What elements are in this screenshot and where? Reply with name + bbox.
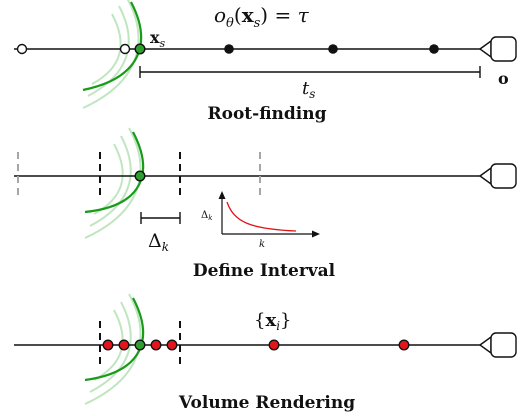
plot-x-label: k: [259, 239, 265, 250]
panel-define-interval: Δk Δk k Define Interval: [14, 127, 517, 281]
plot-y-label: Δk: [201, 210, 212, 222]
camera-origin-label: o: [498, 69, 509, 88]
panel-volume-rendering: {xi} Volume Rendering: [14, 293, 517, 413]
decay-plot: Δk k: [201, 191, 320, 250]
surface-arc-outer: [84, 293, 142, 405]
panel-root-finding: oθ(xs) = τ xs ts o Root-finding: [14, 0, 517, 124]
surface-arc-mid: [89, 301, 132, 393]
samples-label: {xi}: [254, 310, 291, 333]
decay-curve: [226, 201, 297, 232]
panel-title: Define Interval: [193, 261, 336, 281]
surface-arc-mid: [87, 5, 130, 97]
distance-bracket: [139, 66, 481, 78]
camera-icon: [478, 332, 517, 358]
render-sample-point: [102, 339, 114, 351]
hit-point: [134, 43, 146, 55]
surface-arc-inner: [91, 13, 122, 85]
camera-icon: [478, 36, 517, 62]
sample-point: [429, 44, 439, 54]
hit-point: [134, 339, 146, 351]
render-sample-point: [268, 339, 280, 351]
surface-arc-inner: [93, 309, 124, 381]
render-sample-point: [118, 339, 130, 351]
surface-curve: [82, 1, 143, 92]
equation-label: oθ(xs) = τ: [214, 3, 310, 31]
sample-point: [328, 44, 338, 54]
open-point-right: [119, 43, 131, 55]
hit-point: [134, 170, 146, 182]
render-sample-point: [150, 339, 162, 351]
surface-arc-outer: [82, 0, 140, 109]
surface-arc-outer: [84, 127, 142, 239]
panel-title: Volume Rendering: [178, 393, 355, 413]
render-sample-point: [398, 339, 410, 351]
plot-y-arrow: [218, 191, 226, 199]
surface-arc-mid: [89, 135, 132, 227]
distance-label: ts: [302, 78, 315, 101]
surface-curve: [84, 131, 145, 214]
plot-x-arrow: [312, 230, 320, 238]
panel-title: Root-finding: [207, 104, 326, 124]
sample-point: [224, 44, 234, 54]
hit-point-label: xs: [150, 28, 166, 50]
interval-width-bracket: [140, 212, 181, 224]
surface-curve: [84, 297, 145, 382]
render-sample-point: [166, 339, 178, 351]
open-point-left: [16, 43, 28, 55]
interval-width-label: Δk: [148, 230, 169, 254]
camera-icon: [478, 163, 517, 189]
